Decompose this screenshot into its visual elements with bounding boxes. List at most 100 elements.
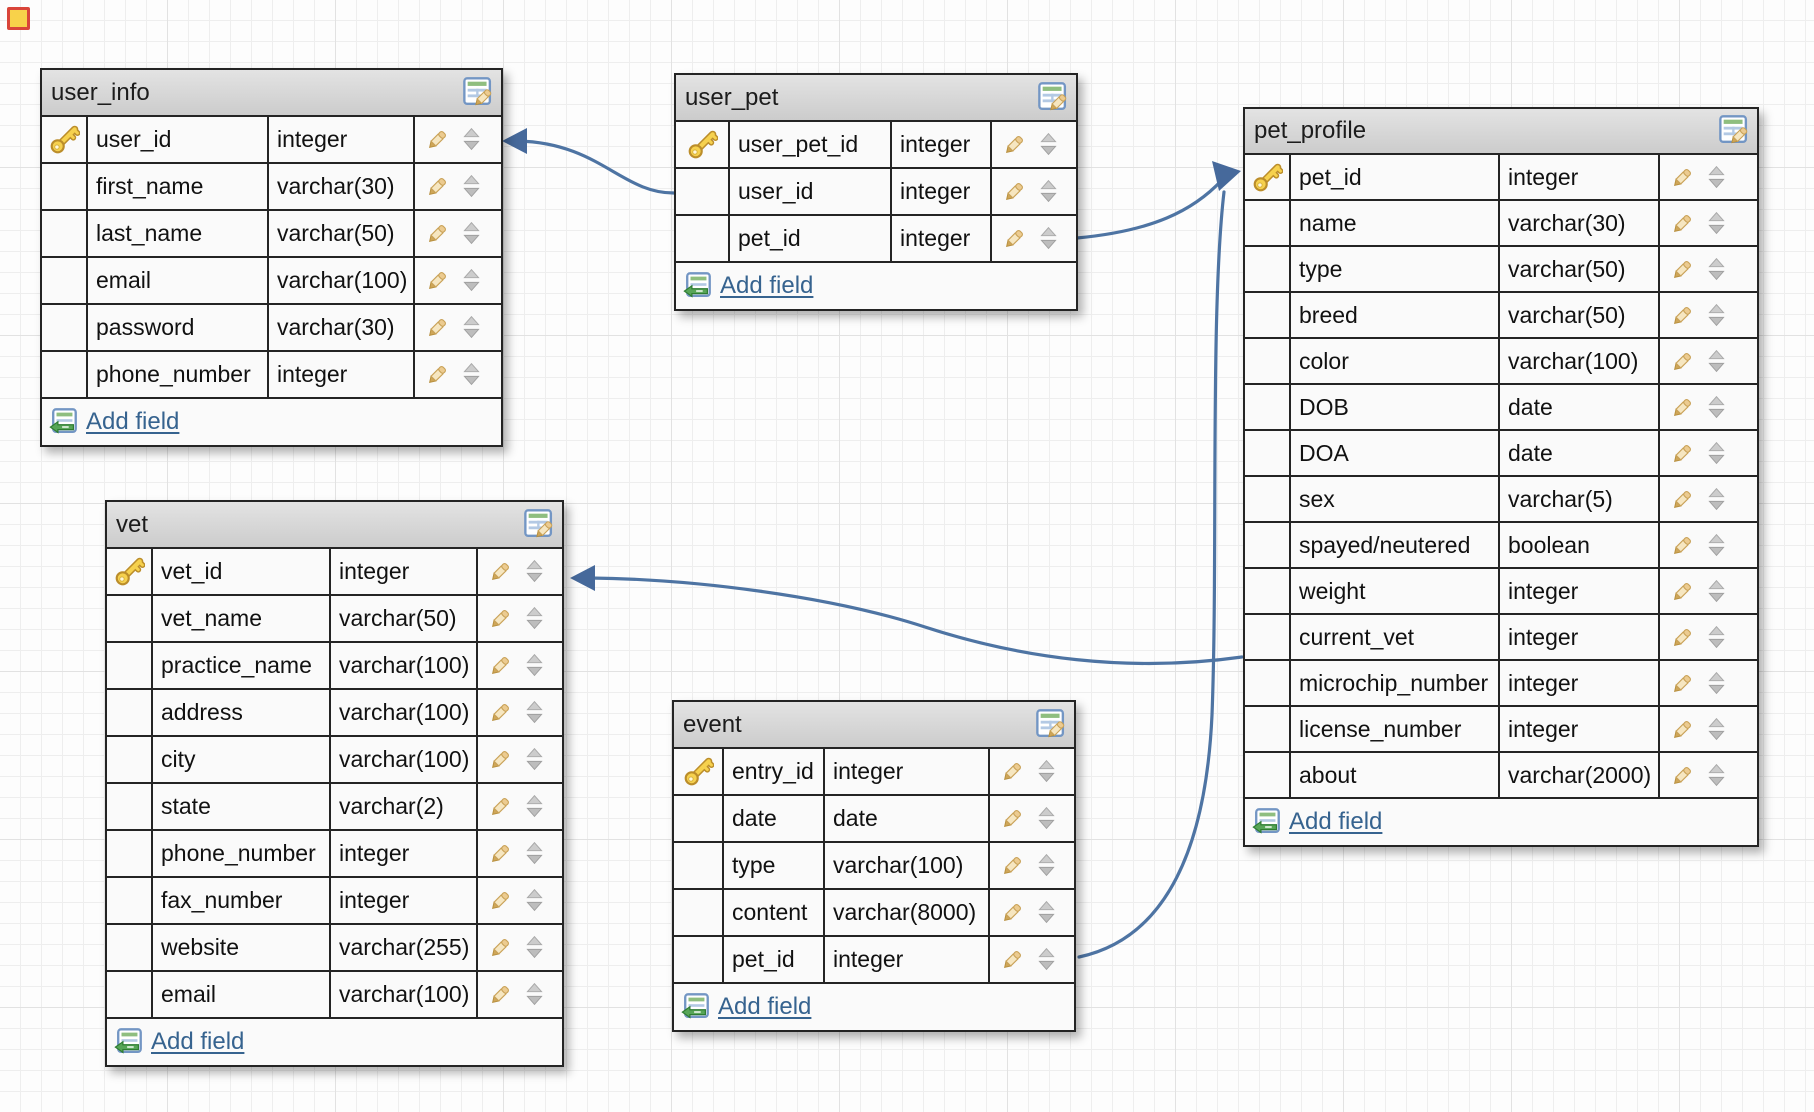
edit-table-icon[interactable] [462,76,496,110]
field-row[interactable]: password varchar(30) [42,305,501,352]
table-header[interactable]: user_info [42,70,501,117]
field-row[interactable]: spayed/neutered boolean [1245,523,1757,569]
sort-field-icon[interactable] [526,888,543,913]
sort-field-icon[interactable] [1708,349,1725,374]
edit-field-icon[interactable] [999,852,1026,879]
sort-field-icon[interactable] [1038,759,1055,784]
edit-field-icon[interactable] [424,173,451,200]
edit-field-icon[interactable] [424,267,451,294]
edit-field-icon[interactable] [1669,716,1696,743]
edit-field-icon[interactable] [1001,225,1028,252]
field-row[interactable]: content varchar(8000) [674,890,1074,937]
add-field-link[interactable]: Add field [720,272,814,299]
edit-table-icon[interactable] [1037,81,1071,115]
sort-field-icon[interactable] [463,174,480,199]
field-row[interactable]: vet_id integer [107,549,562,596]
sort-field-icon[interactable] [1708,487,1725,512]
field-row[interactable]: about varchar(2000) [1245,753,1757,799]
edit-field-icon[interactable] [1669,578,1696,605]
sort-field-icon[interactable] [1040,226,1057,251]
edit-field-icon[interactable] [487,887,514,914]
sort-field-icon[interactable] [1708,625,1725,650]
sort-field-icon[interactable] [526,559,543,584]
edit-field-icon[interactable] [487,558,514,585]
sort-field-icon[interactable] [1038,947,1055,972]
sort-field-icon[interactable] [1708,763,1725,788]
field-row[interactable]: fax_number integer [107,878,562,925]
field-row[interactable]: pet_id integer [676,216,1076,263]
edit-field-icon[interactable] [487,652,514,679]
sort-field-icon[interactable] [1038,853,1055,878]
sort-field-icon[interactable] [1038,900,1055,925]
sort-field-icon[interactable] [1040,179,1057,204]
table-header[interactable]: vet [107,502,562,549]
add-field-icon[interactable] [683,271,713,301]
sort-field-icon[interactable] [1708,533,1725,558]
field-row[interactable]: color varchar(100) [1245,339,1757,385]
table-header[interactable]: user_pet [676,75,1076,122]
field-row[interactable]: last_name varchar(50) [42,211,501,258]
edit-table-icon[interactable] [523,508,557,542]
edit-field-icon[interactable] [424,361,451,388]
edit-field-icon[interactable] [1669,348,1696,375]
field-row[interactable]: pet_id integer [674,937,1074,984]
sort-field-icon[interactable] [463,362,480,387]
sort-field-icon[interactable] [526,841,543,866]
edit-field-icon[interactable] [999,946,1026,973]
sort-field-icon[interactable] [463,221,480,246]
sort-field-icon[interactable] [463,268,480,293]
edit-field-icon[interactable] [424,314,451,341]
field-row[interactable]: DOA date [1245,431,1757,477]
field-row[interactable]: vet_name varchar(50) [107,596,562,643]
edit-field-icon[interactable] [1669,532,1696,559]
field-row[interactable]: type varchar(100) [674,843,1074,890]
edit-field-icon[interactable] [1669,762,1696,789]
field-row[interactable]: state varchar(2) [107,784,562,831]
field-row[interactable]: address varchar(100) [107,690,562,737]
edit-field-icon[interactable] [424,220,451,247]
sort-field-icon[interactable] [463,315,480,340]
field-row[interactable]: email varchar(100) [107,972,562,1019]
add-field-icon[interactable] [114,1027,144,1057]
field-row[interactable]: phone_number integer [107,831,562,878]
edit-field-icon[interactable] [1669,486,1696,513]
field-row[interactable]: entry_id integer [674,749,1074,796]
sort-field-icon[interactable] [1708,579,1725,604]
edit-field-icon[interactable] [1669,624,1696,651]
add-field-link[interactable]: Add field [86,408,180,435]
sort-field-icon[interactable] [526,653,543,678]
sort-field-icon[interactable] [526,747,543,772]
field-row[interactable]: phone_number integer [42,352,501,399]
field-row[interactable]: license_number integer [1245,707,1757,753]
sort-field-icon[interactable] [526,700,543,725]
edit-table-icon[interactable] [1718,114,1752,148]
edit-field-icon[interactable] [1001,178,1028,205]
sort-field-icon[interactable] [1040,132,1057,157]
sort-field-icon[interactable] [1708,257,1725,282]
edit-field-icon[interactable] [487,605,514,632]
edit-field-icon[interactable] [424,126,451,153]
sort-field-icon[interactable] [1038,806,1055,831]
sort-field-icon[interactable] [526,606,543,631]
edit-field-icon[interactable] [487,793,514,820]
edit-field-icon[interactable] [1669,670,1696,697]
edit-field-icon[interactable] [487,934,514,961]
edit-field-icon[interactable] [487,840,514,867]
edit-field-icon[interactable] [1669,210,1696,237]
sort-field-icon[interactable] [526,935,543,960]
add-field-link[interactable]: Add field [151,1028,245,1055]
edit-field-icon[interactable] [999,758,1026,785]
field-row[interactable]: current_vet integer [1245,615,1757,661]
add-field-icon[interactable] [681,992,711,1022]
add-field-link[interactable]: Add field [1289,808,1383,835]
edit-field-icon[interactable] [487,981,514,1008]
sort-field-icon[interactable] [1708,441,1725,466]
sort-field-icon[interactable] [1708,211,1725,236]
add-field-link[interactable]: Add field [718,993,812,1020]
table-header[interactable]: pet_profile [1245,109,1757,155]
sort-field-icon[interactable] [1708,395,1725,420]
edit-field-icon[interactable] [487,746,514,773]
sort-field-icon[interactable] [463,127,480,152]
sort-field-icon[interactable] [1708,671,1725,696]
field-row[interactable]: microchip_number integer [1245,661,1757,707]
